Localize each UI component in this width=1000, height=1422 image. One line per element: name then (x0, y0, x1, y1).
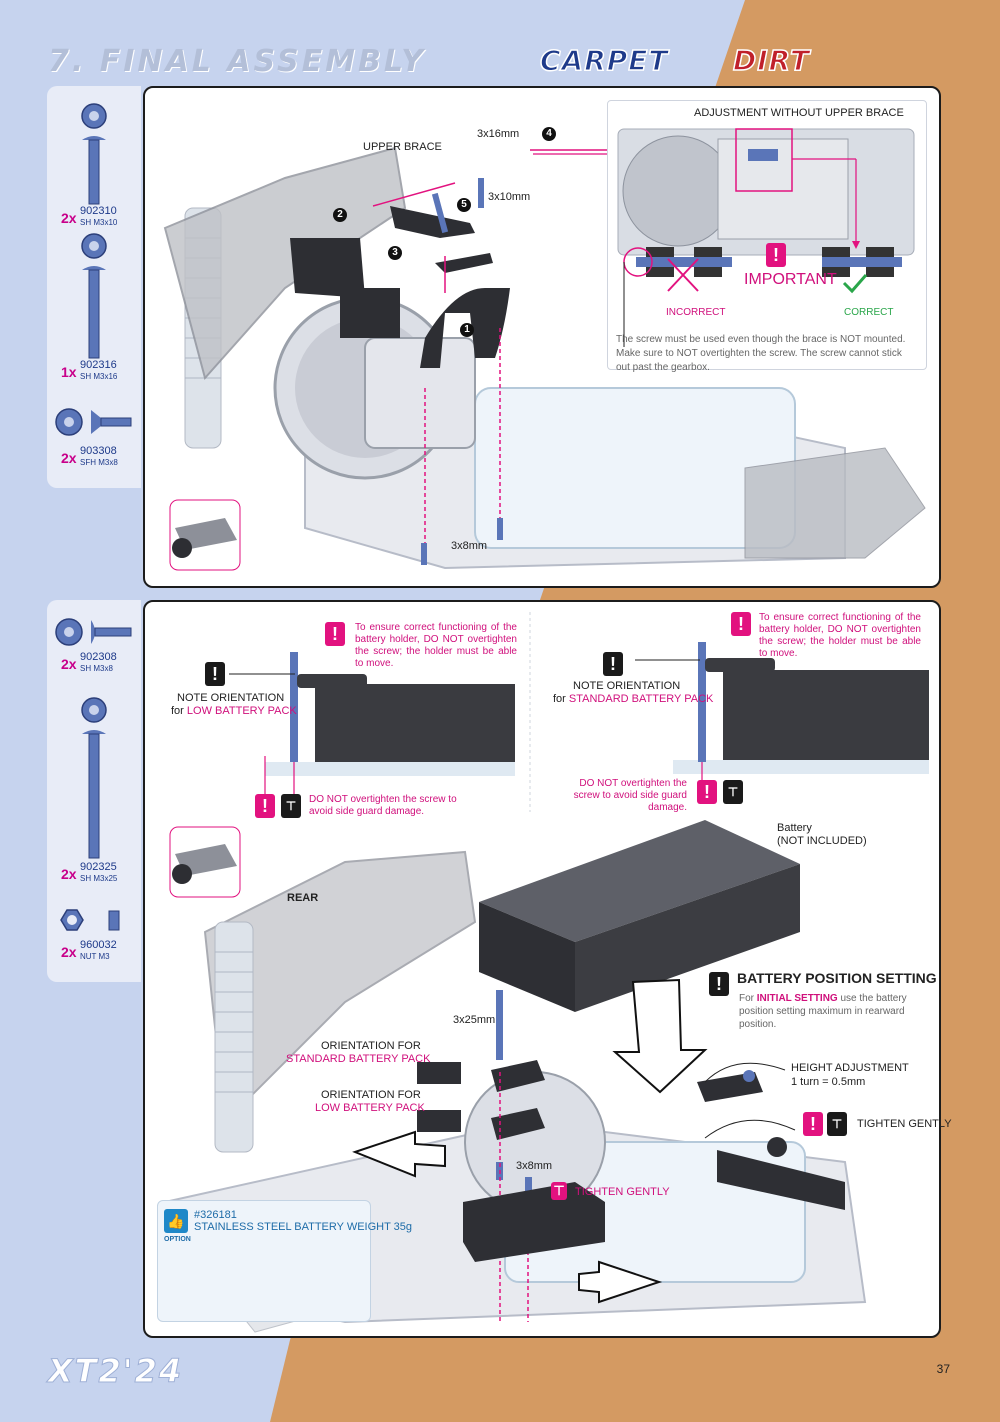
section-title: 7. FINAL ASSEMBLY (48, 44, 426, 79)
screw-3x16-label: 3x16mm (477, 128, 520, 140)
screw-tighten-icon: ⊤ (827, 1112, 847, 1136)
part-qty: 2x (61, 866, 77, 882)
screw-icon (81, 233, 107, 359)
note-orientation-label: NOTE ORIENTATION (573, 680, 681, 692)
standard-battery-pack-label: for STANDARD BATTERY PACK (553, 693, 714, 705)
carpet-badge: CARPET (539, 43, 669, 78)
tighten-gently-label-2: TIGHTEN GENTLY (575, 1186, 670, 1198)
screw-3x8-label-bottom: 3x8mm (516, 1160, 553, 1172)
part-qty: 2x (61, 656, 77, 672)
part-qty: 2x (61, 450, 77, 466)
screw-3x25-label: 3x25mm (453, 1014, 496, 1026)
low-battery-pack-label: for LOW BATTERY PACK (171, 705, 297, 717)
warning-icon: ! (731, 612, 751, 636)
tighten-gently-label: TIGHTEN GENTLY (857, 1118, 952, 1130)
standard-battery-pack-label-2: STANDARD BATTERY PACK (286, 1053, 431, 1065)
model-logo: XT2'24 (47, 1352, 184, 1391)
side-guard-left-text: DO NOT overtighten the screw to avoid si… (309, 794, 457, 817)
nut-icon (60, 909, 120, 931)
note-orientation-label: NOTE ORIENTATION (177, 692, 285, 704)
battery-label: Battery (777, 822, 812, 834)
adjustment-inset: ADJUSTMENT WITHOUT UPPER BRACE (607, 100, 927, 373)
incorrect-label: INCORRECT (666, 307, 726, 318)
upper-brace-label: UPPER BRACE (363, 141, 442, 153)
not-included-label: (NOT INCLUDED) (777, 835, 867, 847)
screw-3x8-label: 3x8mm (451, 540, 488, 552)
part-qty: 1x (61, 364, 77, 380)
screw-tighten-icon: ⊤ (281, 794, 301, 818)
screw-icon (81, 103, 107, 205)
inset-illustration (617, 128, 915, 347)
correct-label: CORRECT (844, 307, 894, 318)
side-guard-right-text: DO NOT overtighten the screw to avoid si… (573, 778, 687, 813)
screw-tighten-icon: ⊤ (551, 1182, 567, 1200)
height-adjustment-label: HEIGHT ADJUSTMENT (791, 1062, 909, 1074)
countersunk-screw-icon (55, 408, 132, 436)
info-icon: ! (709, 972, 729, 996)
step-marker-4: 4 (542, 127, 556, 141)
inset-title: ADJUSTMENT WITHOUT UPPER BRACE (694, 107, 904, 119)
option-code: #326181 (194, 1209, 237, 1221)
step-marker-2: 2 (333, 208, 347, 222)
important-label: IMPORTANT (744, 271, 837, 288)
orientation-for-label: ORIENTATION FOR (321, 1040, 421, 1052)
chassis-illustration (163, 146, 926, 571)
warning-icon: ! (697, 780, 717, 804)
page-number: 37 (936, 1362, 950, 1376)
screw-icon (55, 618, 132, 646)
step-marker-1: 1 (460, 323, 474, 337)
option-label: OPTION (164, 1236, 191, 1243)
screw-tighten-icon: ⊤ (723, 780, 743, 804)
inset-note: The screw must be used even though the b… (616, 334, 906, 373)
note-icon: ! (603, 652, 623, 676)
important-icon: ! (766, 243, 786, 267)
warning-icon: ! (255, 794, 275, 818)
warning-left-text: To ensure correct functioning of the bat… (355, 622, 517, 669)
rear-label: REAR (287, 892, 319, 904)
screw-icon (81, 697, 107, 859)
warning-icon: ! (803, 1112, 823, 1136)
screw-3x10-label: 3x10mm (488, 191, 531, 203)
note-icon: ! (205, 662, 225, 686)
warning-icon: ! (325, 622, 345, 646)
orientation-for-label-2: ORIENTATION FOR (321, 1089, 421, 1101)
low-battery-pack-label-2: LOW BATTERY PACK (315, 1102, 425, 1114)
step-marker-5: 5 (457, 198, 471, 212)
dirt-badge: DIRT (732, 43, 811, 78)
turn-label: 1 turn = 0.5mm (791, 1076, 866, 1088)
part-qty: 2x (61, 944, 77, 960)
step-marker-3: 3 (388, 246, 402, 260)
battery-position-text: For INITIAL SETTING use the battery posi… (739, 993, 907, 1030)
battery-position-title: BATTERY POSITION SETTING (737, 970, 937, 986)
option-name: STAINLESS STEEL BATTERY WEIGHT 35g (194, 1221, 413, 1233)
part-qty: 2x (61, 210, 77, 226)
option-box: 👍 OPTION #326181 STAINLESS STEEL BATTERY… (157, 1200, 412, 1322)
thumbs-up-icon: 👍 (164, 1209, 188, 1233)
warning-right-text: To ensure correct functioning of the bat… (759, 612, 921, 659)
assembly-step-top-panel: UPPER BRACE 3x16mm 3x10mm 3x8mm 1 2 3 4 … (143, 86, 941, 588)
